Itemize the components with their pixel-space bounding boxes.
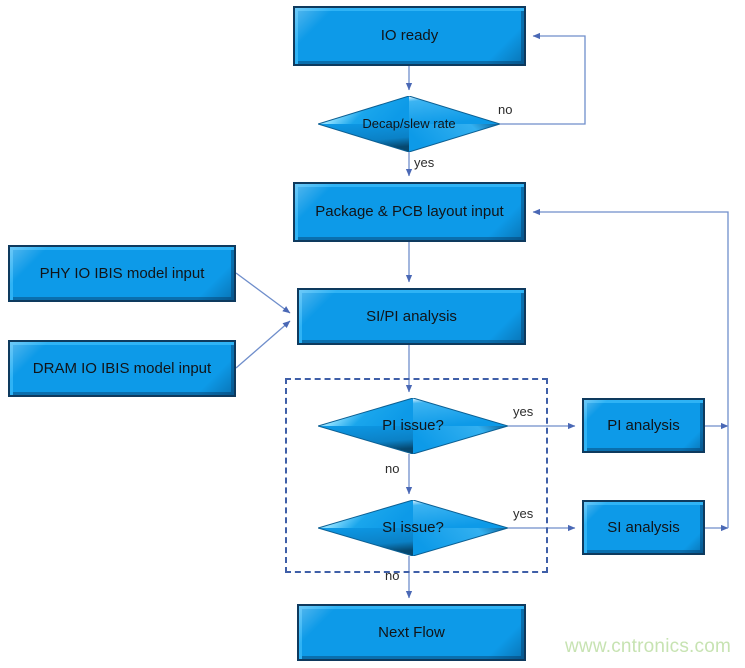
node-si-issue-label: SI issue? [382, 519, 444, 537]
node-next-flow[interactable]: Next Flow [297, 604, 526, 661]
node-io-ready[interactable]: IO ready [293, 6, 526, 66]
diamond-shape [318, 398, 508, 454]
site-watermark: www.cntronics.com [565, 636, 731, 657]
node-decap-slew-rate-label: Decap/slew rate [362, 115, 456, 131]
diamond-shape [318, 500, 508, 556]
edge-label-si-issue-no: no [385, 568, 400, 583]
edge-label-si-issue-yes: yes [513, 506, 534, 521]
diamond-shape [318, 96, 500, 152]
node-si-analysis[interactable]: SI analysis [582, 500, 705, 555]
edge-label-pi-issue-no: no [385, 461, 400, 476]
node-package-pcb-layout-input-label: Package & PCB layout input [315, 203, 504, 221]
node-io-ready-label: IO ready [380, 27, 439, 45]
node-phy-io-ibis-model-input-label: PHY IO IBIS model input [39, 264, 205, 282]
node-next-flow-label: Next Flow [378, 623, 445, 641]
node-si-analysis-label: SI analysis [607, 518, 680, 536]
node-si-pi-analysis[interactable]: SI/PI analysis [297, 288, 526, 345]
edge-label-pi-issue-yes: yes [513, 404, 534, 419]
node-pi-issue[interactable]: PI issue? [318, 398, 508, 454]
edge-dram-to-sipi [235, 320, 291, 369]
edge-rail-to-package [532, 208, 729, 528]
issue-check-group-frame [285, 378, 548, 573]
edge-label-decap-no: no [498, 102, 513, 117]
node-si-issue[interactable]: SI issue? [318, 500, 508, 556]
node-phy-io-ibis-model-input[interactable]: PHY IO IBIS model input [8, 245, 236, 302]
node-pi-analysis[interactable]: PI analysis [582, 398, 705, 453]
node-package-pcb-layout-input[interactable]: Package & PCB layout input [293, 182, 526, 242]
node-decap-slew-rate[interactable]: Decap/slew rate [318, 96, 500, 152]
edge-phy-to-sipi [235, 272, 291, 314]
node-pi-issue-label: PI issue? [382, 417, 444, 435]
edge-label-decap-yes: yes [414, 155, 435, 170]
node-si-pi-analysis-label: SI/PI analysis [366, 307, 457, 325]
node-dram-io-ibis-model-input[interactable]: DRAM IO IBIS model input [8, 340, 236, 397]
node-pi-analysis-label: PI analysis [607, 416, 680, 434]
node-dram-io-ibis-model-input-label: DRAM IO IBIS model input [32, 359, 212, 377]
